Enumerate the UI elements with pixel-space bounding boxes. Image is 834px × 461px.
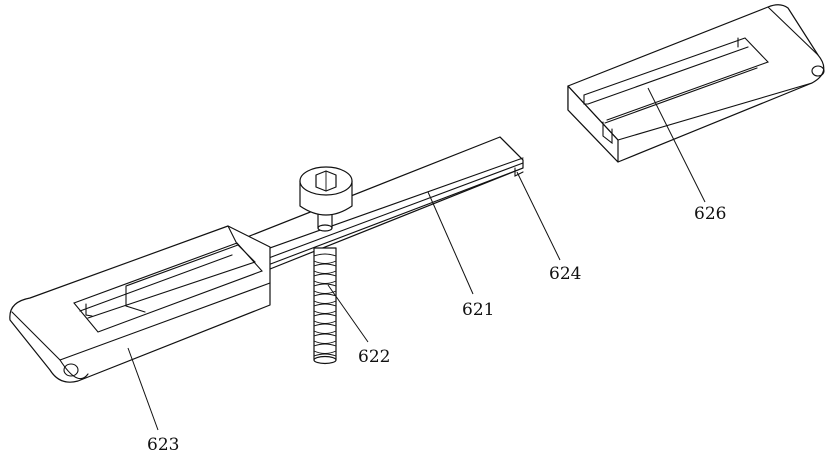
rod-621	[231, 136, 524, 274]
label-621: 621	[462, 300, 494, 320]
leader-623	[127, 347, 159, 431]
label-622: 622	[358, 347, 390, 367]
leader-626	[647, 87, 706, 203]
label-624: 624	[549, 264, 581, 284]
leader-621	[427, 191, 474, 295]
label-626: 626	[694, 204, 726, 224]
label-623: 623	[147, 435, 179, 455]
screw-622	[299, 166, 353, 365]
slider-block-626	[567, 4, 825, 163]
leader-622	[327, 284, 369, 343]
screw-thread	[313, 253, 337, 357]
leader-lines	[127, 87, 706, 431]
leader-624	[516, 171, 561, 261]
base-block-623	[9, 225, 271, 383]
